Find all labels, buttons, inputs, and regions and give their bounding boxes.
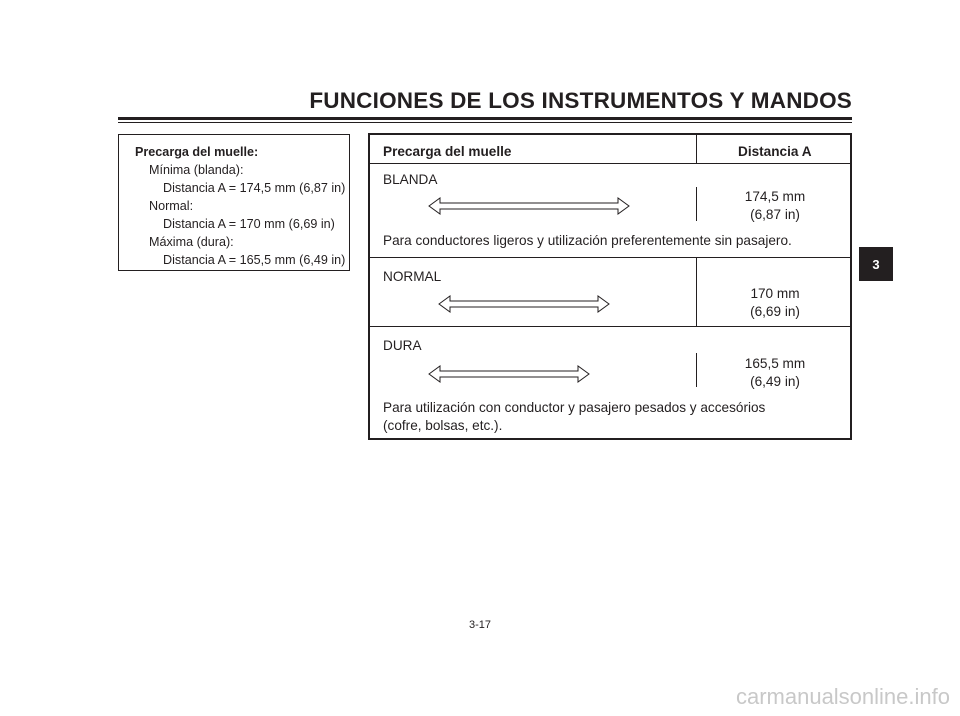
row-note-dura-line1: Para utilización con conductor y pasajer… — [383, 400, 766, 415]
row-in-blanda: (6,87 in) — [750, 207, 800, 222]
spec-heading: Precarga del muelle: — [135, 145, 259, 159]
page-number: 3-17 — [468, 619, 492, 631]
row-mm-dura: 165,5 mm — [744, 356, 806, 371]
column-header-preload: Precarga del muelle — [383, 144, 512, 159]
spec-max-value: Distancia A = 165,5 mm (6,49 in) — [163, 253, 346, 267]
row-mm-blanda: 174,5 mm — [744, 189, 806, 204]
header-column-divider — [696, 135, 697, 164]
arrow-icon — [428, 365, 590, 383]
row-divider — [370, 257, 850, 258]
spec-min-value: Distancia A = 174,5 mm (6,87 in) — [163, 181, 346, 195]
row-label-dura: DURA — [383, 338, 422, 353]
row-divider — [370, 326, 850, 327]
arrow-icon — [428, 197, 630, 215]
header-rule — [118, 117, 852, 120]
arrow-icon — [438, 295, 610, 313]
header-rule-thin — [118, 122, 852, 123]
spec-box: Precarga del muelle: Mínima (blanda): Di… — [118, 134, 350, 271]
row-note-dura-line2: (cofre, bolsas, etc.). — [383, 418, 503, 433]
spec-min-label: Mínima (blanda): — [149, 163, 244, 177]
header-divider — [370, 163, 850, 164]
chapter-tab: 3 — [859, 247, 893, 281]
row-in-dura: (6,49 in) — [750, 374, 800, 389]
spec-normal-value: Distancia A = 170 mm (6,69 in) — [163, 217, 335, 231]
row-note-blanda: Para conductores ligeros y utilización p… — [383, 233, 792, 248]
column-header-distance: Distancia A — [738, 144, 812, 159]
row-column-divider-dura — [696, 353, 697, 387]
row-column-divider-normal — [696, 258, 697, 326]
row-label-normal: NORMAL — [383, 269, 442, 284]
row-in-normal: (6,69 in) — [750, 304, 800, 319]
row-column-divider-blanda — [696, 187, 697, 221]
spec-normal-label: Normal: — [149, 199, 194, 213]
row-mm-normal: 170 mm — [750, 286, 800, 301]
spec-max-label: Máxima (dura): — [149, 235, 234, 249]
row-label-blanda: BLANDA — [383, 172, 438, 187]
page-title: FUNCIONES DE LOS INSTRUMENTOS Y MANDOS — [309, 88, 852, 113]
watermark: carmanualsonline.info — [735, 684, 950, 709]
preload-table: Precarga del muelle Distancia A BLANDA 1… — [368, 133, 852, 440]
